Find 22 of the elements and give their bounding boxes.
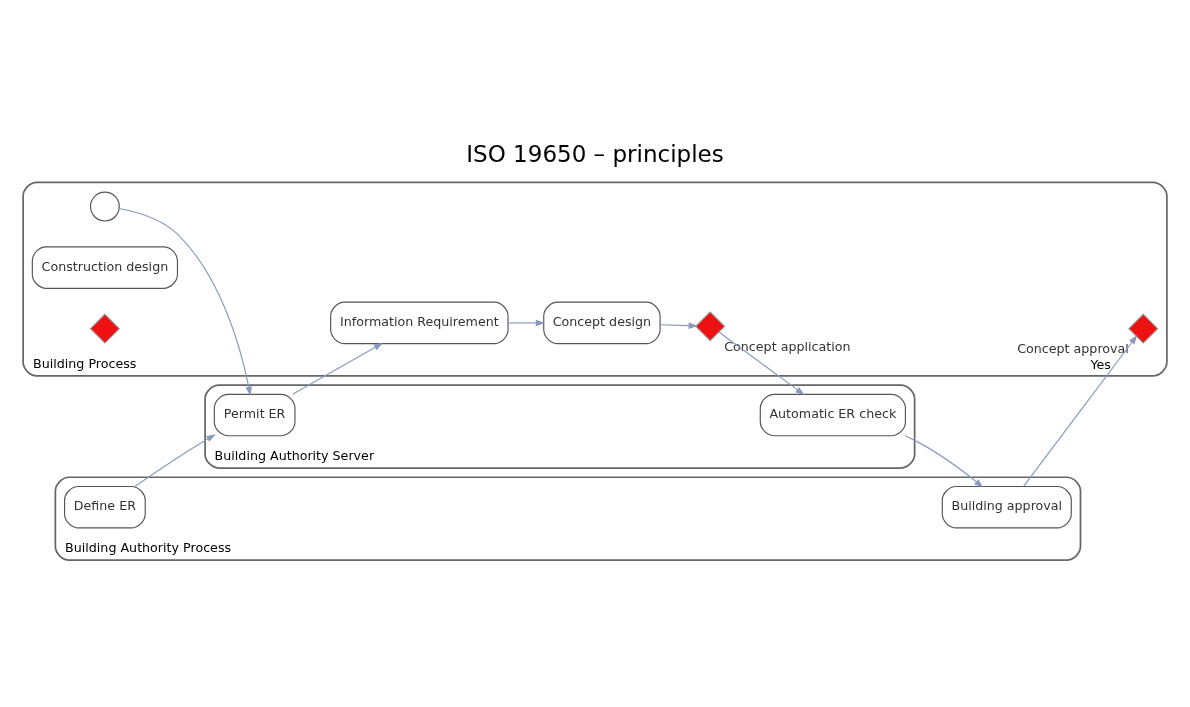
node-label: Concept approval [1017, 340, 1129, 356]
arrow [292, 342, 383, 395]
arrow [118, 207, 252, 396]
arrow [659, 321, 698, 329]
diagram-title: ISO 19650 – principles [466, 140, 724, 167]
node-box: Concept design [543, 301, 661, 344]
arrow [507, 319, 545, 326]
node-diamond [89, 312, 121, 344]
node-diamond [694, 310, 726, 342]
node-box: Building approval [941, 485, 1072, 528]
node-circle [89, 191, 120, 222]
node-box: Information Requirement [330, 301, 509, 344]
node-label: Concept application [724, 338, 851, 354]
arrow [718, 331, 805, 395]
edge-label: Yes [1090, 356, 1111, 372]
node-box: Define ER [64, 485, 146, 528]
node-box: Permit ER [213, 393, 296, 436]
arrow [904, 434, 984, 488]
node-box: Construction design [31, 245, 179, 289]
arrow [134, 433, 216, 487]
arrow [1023, 334, 1138, 487]
node-box: Automatic ER check [759, 393, 906, 436]
